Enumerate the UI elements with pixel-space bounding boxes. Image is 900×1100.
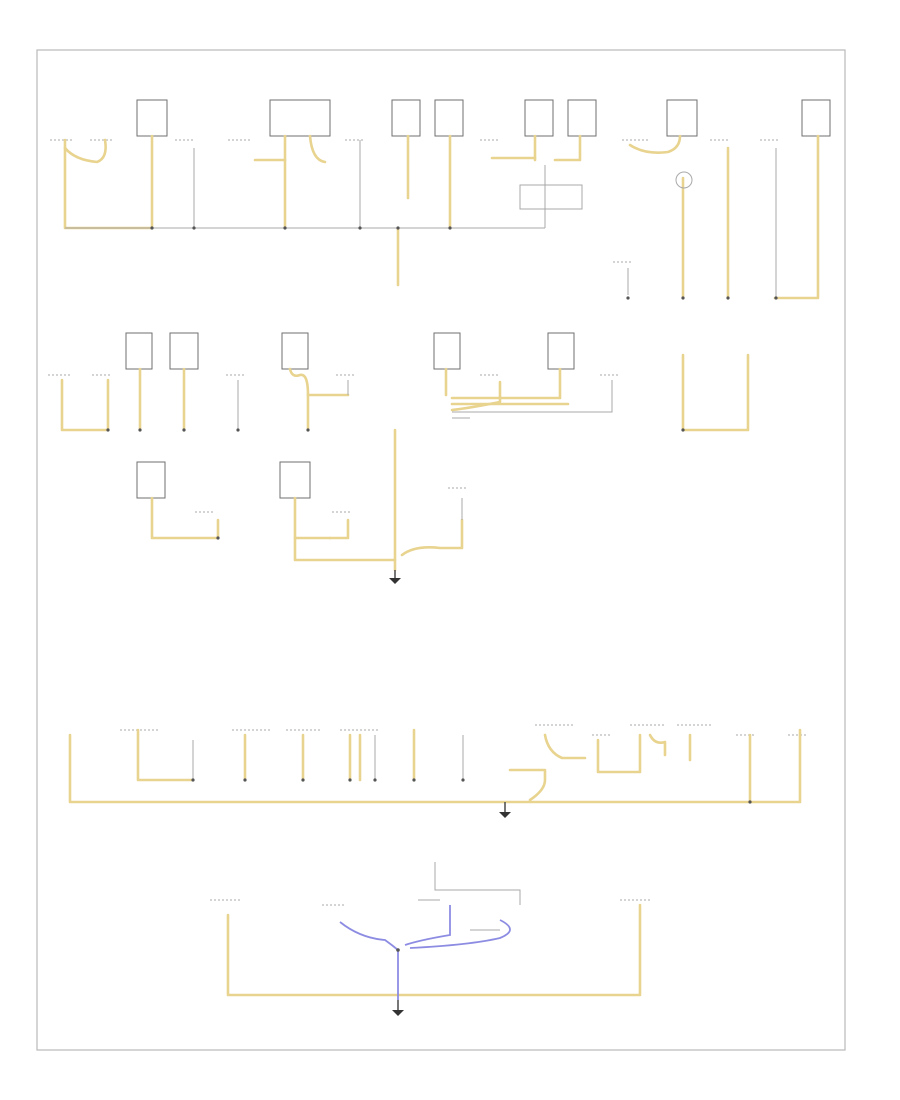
component-box: [391, 99, 421, 137]
component-box: [281, 332, 309, 370]
component-box: [801, 99, 831, 137]
component-box: [269, 99, 331, 137]
component-box: [136, 461, 166, 499]
component-box: [434, 99, 464, 137]
component-box: [125, 332, 153, 370]
section-middle-row: [48, 332, 750, 584]
section-bottom-row: [210, 862, 650, 1016]
component-box: [279, 461, 311, 499]
component-box: [666, 99, 698, 137]
component-box: [169, 332, 199, 370]
component-box: [433, 332, 461, 370]
component-box: [136, 99, 168, 137]
component-box: [524, 99, 554, 137]
component-box: [547, 332, 575, 370]
component-box: [567, 99, 597, 137]
section-lower-row: [68, 724, 808, 818]
section-top-row: [50, 99, 831, 300]
ground-symbol-icon: [389, 570, 401, 584]
ground-symbol-icon: [392, 1000, 404, 1016]
ground-symbol-icon: [499, 802, 511, 818]
diagram-border: [36, 49, 846, 1051]
